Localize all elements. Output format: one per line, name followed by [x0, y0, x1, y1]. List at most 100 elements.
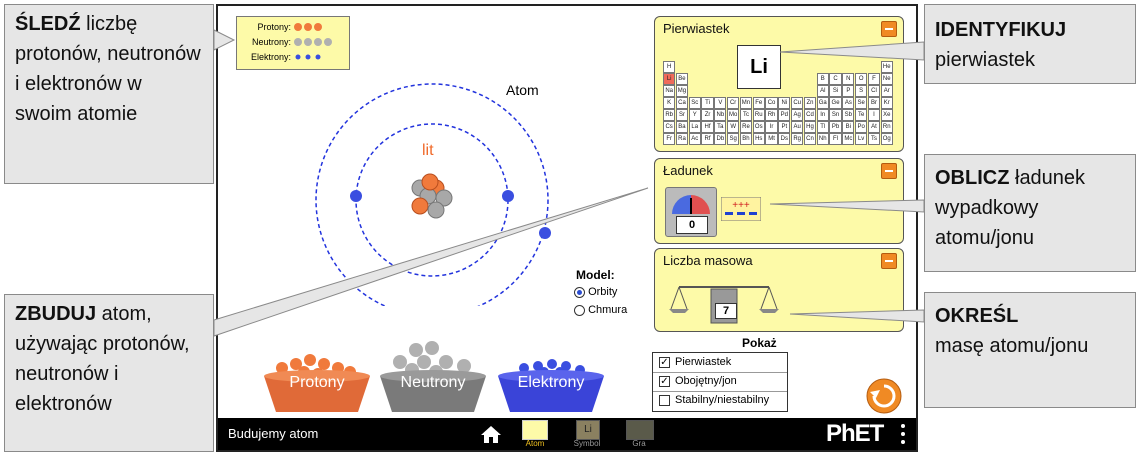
periodic-cell-mn: Mn	[739, 97, 753, 109]
home-icon[interactable]	[480, 424, 502, 444]
callout-calculate-text: ładunek wypadkowy atomu/jonu	[935, 167, 1086, 249]
periodic-cell-ir: Ir	[765, 121, 778, 133]
periodic-cell-as: As	[842, 97, 855, 109]
periodic-cell-pt: Pt	[778, 121, 791, 133]
show-element-option[interactable]: ✓ Pierwiastek	[653, 354, 787, 373]
electron[interactable]	[502, 190, 514, 202]
model-option-cloud[interactable]: Chmura	[574, 304, 627, 316]
periodic-cell-hf: Hf	[701, 121, 714, 133]
periodic-cell-zr: Zr	[701, 109, 714, 121]
charge-panel-collapse-button[interactable]	[881, 163, 897, 179]
element-panel-collapse-button[interactable]	[881, 21, 897, 37]
tab-symbol[interactable]: Li Symbol	[570, 418, 604, 450]
mass-value: 7	[715, 303, 737, 319]
proton-bucket[interactable]: Protony	[260, 350, 374, 412]
periodic-cell-f: F	[867, 73, 881, 85]
tab-atom[interactable]: Atom	[518, 418, 552, 450]
electron[interactable]	[350, 190, 362, 202]
element-symbol-box: Li	[737, 45, 781, 89]
periodic-cell-c: C	[829, 73, 842, 85]
callout-track-bold: ŚLEDŹ	[15, 13, 81, 35]
periodic-cell-w: W	[727, 121, 740, 133]
periodic-cell-he: He	[880, 61, 893, 73]
periodic-cell-ge: Ge	[829, 97, 842, 109]
charge-gauge-icon	[672, 195, 710, 214]
periodic-cell-li: Li	[663, 73, 676, 85]
options-menu-icon[interactable]	[900, 424, 906, 444]
periodic-cell-rf: Rf	[701, 133, 714, 145]
periodic-cell-y: Y	[688, 109, 701, 121]
neutron-bucket-label: Neutrony	[400, 374, 466, 391]
callout-identify-bold: IDENTYFIKUJ	[935, 19, 1067, 41]
periodic-cell-ba: Ba	[675, 121, 689, 133]
reset-icon	[872, 384, 896, 408]
show-title: Pokaż	[742, 336, 777, 350]
periodic-cell-bh: Bh	[739, 133, 753, 145]
model-option-orbits[interactable]: Orbity	[574, 286, 617, 298]
particle-count-legend: Protony: Neutrony: Elektrony:	[236, 16, 350, 70]
periodic-cell-ca: Ca	[675, 97, 689, 109]
simulation-window: Protony: Neutrony: Elektrony: Atom lit M…	[216, 4, 918, 452]
periodic-cell-la: La	[688, 121, 701, 133]
periodic-cell-hg: Hg	[803, 121, 817, 133]
periodic-cell-os: Os	[752, 121, 765, 133]
electron-bucket-label: Elektrony	[517, 374, 585, 391]
legend-protons-label: Protony:	[257, 22, 291, 32]
periodic-cell-b: B	[816, 73, 829, 85]
periodic-cell-at: At	[867, 121, 881, 133]
periodic-cell-zn: Zn	[803, 97, 817, 109]
periodic-cell-nb: Nb	[714, 109, 727, 121]
periodic-cell-fl: Fl	[829, 133, 842, 145]
periodic-cell-be: Be	[675, 73, 689, 85]
callout-determine-text: masę atomu/jonu	[935, 335, 1089, 357]
reset-all-button[interactable]	[866, 378, 902, 414]
periodic-cell-cs: Cs	[663, 121, 676, 133]
electron-bucket[interactable]: Elektrony	[494, 350, 608, 412]
periodic-cell-sc: Sc	[688, 97, 701, 109]
tab-game[interactable]: Gra	[622, 418, 656, 450]
periodic-cell-mo: Mo	[727, 109, 740, 121]
legend-electrons-label: Elektrony:	[250, 52, 291, 62]
periodic-cell-rh: Rh	[765, 109, 778, 121]
periodic-cell-ra: Ra	[675, 133, 689, 145]
mass-panel-collapse-button[interactable]	[881, 253, 897, 269]
periodic-cell-ni: Ni	[778, 97, 791, 109]
show-neutral-ion-option[interactable]: ✓ Obojętny/jon	[653, 373, 787, 392]
model-title: Model:	[576, 268, 615, 282]
periodic-cell-al: Al	[816, 85, 829, 97]
periodic-cell-tc: Tc	[739, 109, 753, 121]
periodic-cell-rn: Rn	[880, 121, 893, 133]
radio-unselected-icon[interactable]	[574, 304, 585, 316]
nucleus[interactable]	[411, 173, 453, 219]
phet-logo[interactable]: PhET	[826, 420, 884, 447]
callout-track-text: liczbę protonów, neutronów i elektronów …	[15, 13, 201, 125]
periodic-cell-db: Db	[714, 133, 727, 145]
periodic-cell-cr: Cr	[727, 97, 740, 109]
radio-selected-icon[interactable]	[574, 286, 585, 298]
callout-determine: OKREŚL masę atomu/jonu	[924, 292, 1136, 408]
periodic-cell-nh: Nh	[816, 133, 829, 145]
periodic-cell-sn: Sn	[829, 109, 842, 121]
callout-build-text: atom, używając protonów, neutronów i ele…	[15, 303, 190, 415]
atom-label: Atom	[506, 82, 539, 98]
callout-track: ŚLEDŹ liczbę protonów, neutronów i elekt…	[4, 4, 214, 184]
electron[interactable]	[539, 227, 551, 239]
periodic-cell-k: K	[663, 97, 676, 109]
show-stable-option[interactable]: Stabilny/niestabilny	[653, 392, 787, 410]
periodic-cell-mc: Mc	[842, 133, 855, 145]
periodic-cell-in: In	[816, 109, 829, 121]
periodic-cell-ts: Ts	[867, 133, 881, 145]
charge-meter: 0	[665, 187, 717, 237]
checkbox-checked-icon[interactable]: ✓	[659, 357, 670, 368]
periodic-cell-re: Re	[739, 121, 753, 133]
periodic-cell-mg: Mg	[675, 85, 689, 97]
periodic-cell-bi: Bi	[842, 121, 855, 133]
periodic-cell-ta: Ta	[714, 121, 727, 133]
sim-title: Budujemy atom	[228, 426, 319, 441]
periodic-cell-v: V	[714, 97, 727, 109]
periodic-cell-h: H	[663, 61, 676, 73]
checkbox-unchecked-icon[interactable]	[659, 395, 670, 406]
neutron-bucket[interactable]: Neutrony	[376, 340, 490, 412]
checkbox-checked-icon[interactable]: ✓	[659, 376, 670, 387]
periodic-cell-po: Po	[855, 121, 868, 133]
